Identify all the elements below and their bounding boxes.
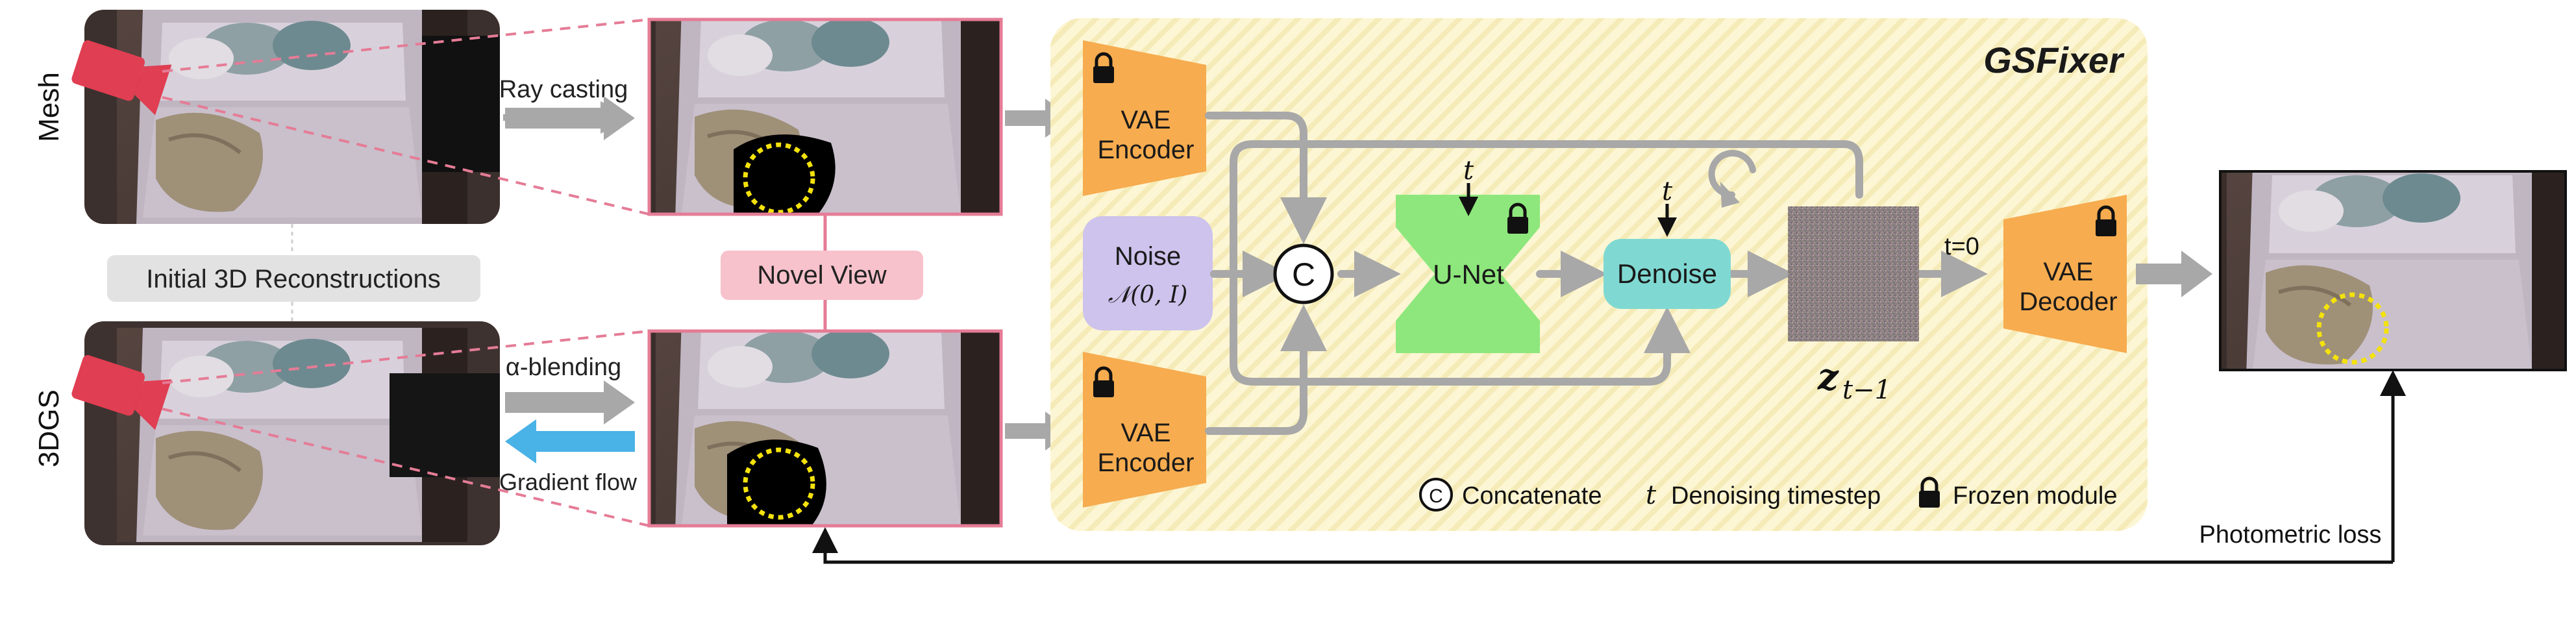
vae-encoder-bottom: VAE Encoder	[1083, 352, 1206, 508]
projection-lines	[162, 18, 650, 527]
gradient-flow-label: Gradient flow	[499, 469, 638, 495]
legend-denoising-timestep: Denoising timestep	[1671, 482, 1881, 510]
3dgs-row: 3DGS	[33, 321, 500, 545]
vae-decoder-line1: VAE	[2043, 258, 2093, 286]
unet-timestep-symbol: t	[1463, 156, 1474, 186]
concatenate-node: C	[1273, 243, 1334, 304]
highlight-circle	[2316, 292, 2389, 365]
gradient-flow-arrow	[505, 419, 635, 463]
latent-label: z	[1817, 356, 1839, 399]
legend-t-symbol: t	[1646, 480, 1657, 510]
latent-subscript: t−1	[1842, 375, 1891, 405]
output-image	[2219, 170, 2567, 371]
initial-reconstructions-tag: Initial 3D Reconstructions	[107, 255, 480, 302]
alpha-blending-arrow	[505, 380, 635, 425]
noise-box: Noise 𝒩(0, I)	[1083, 216, 1213, 330]
vae-encoder-top-line2: Encoder	[1098, 136, 1195, 164]
vae-encoder-bottom-line2: Encoder	[1098, 449, 1195, 477]
noise-formula: 𝒩(0, I)	[1108, 282, 1188, 308]
t-zero-label: t=0	[1944, 233, 1979, 260]
novel-view-tag: Novel View	[721, 251, 923, 300]
latent-image: z t−1	[1788, 206, 1919, 405]
highlight-circle	[743, 142, 815, 214]
denoise-timestep-symbol: t	[1662, 177, 1673, 206]
denoise-label: Denoise	[1617, 258, 1717, 289]
vae-encoder-top-line1: VAE	[1121, 106, 1170, 134]
unet-label: U-Net	[1433, 259, 1504, 290]
mesh-row-label: Mesh	[33, 72, 65, 142]
mesh-render-image	[84, 10, 500, 224]
novel-view-mesh-image	[647, 18, 1003, 216]
denoise-block: Denoise t	[1604, 177, 1731, 309]
concatenate-symbol: C	[1292, 256, 1315, 293]
alpha-blending-label: α-blending	[506, 354, 621, 381]
unet-block: U-Net t	[1396, 156, 1540, 353]
3dgs-row-label: 3DGS	[33, 389, 65, 467]
legend-frozen-module: Frozen module	[1953, 482, 2117, 510]
to-output-arrow	[2136, 251, 2212, 297]
ray-casting-label: Ray casting	[499, 76, 628, 103]
pipeline-connectors	[1205, 112, 1988, 435]
vae-encoder-bottom-line1: VAE	[1121, 419, 1170, 447]
photometric-loss-label: Photometric loss	[2199, 521, 2382, 549]
mesh-row: Mesh	[33, 10, 500, 224]
3dgs-render-image	[84, 321, 500, 545]
novel-view-label: Novel View	[757, 261, 886, 290]
photometric-loss-arrow	[812, 370, 2406, 564]
legend-concat-symbol: C	[1429, 486, 1443, 507]
camera-icon	[71, 40, 172, 116]
vae-decoder: VAE Decoder	[2003, 195, 2127, 353]
loop-arrow-icon	[1708, 150, 1756, 208]
novel-view-3dgs-image	[647, 329, 1003, 528]
legend-concatenate: Concatenate	[1462, 482, 1602, 510]
noise-label: Noise	[1115, 242, 1181, 271]
camera-icon	[71, 355, 172, 430]
initial-reconstructions-label: Initial 3D Reconstructions	[146, 265, 441, 293]
ray-casting-arrow-body	[505, 96, 635, 140]
vae-encoder-top: VAE Encoder	[1083, 40, 1206, 196]
legend: C Concatenate t Denoising timestep Froze…	[1419, 478, 2117, 512]
gsfixer-title: GSFixer	[1983, 40, 2125, 80]
highlight-circle	[743, 447, 815, 520]
vae-decoder-line2: Decoder	[2019, 288, 2117, 316]
